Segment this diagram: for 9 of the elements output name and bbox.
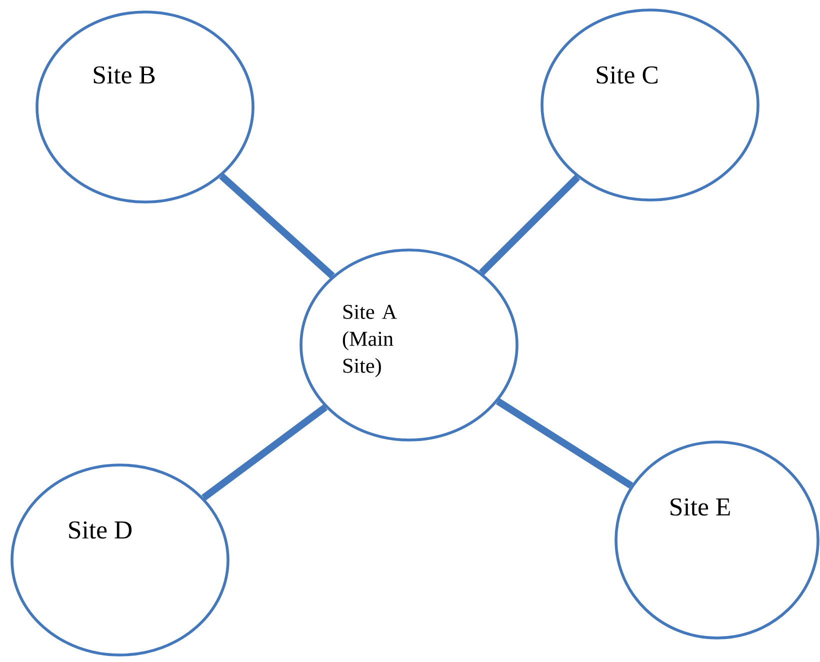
connector-line: [479, 174, 580, 276]
connector-line: [219, 173, 335, 279]
connector-line: [202, 404, 328, 501]
site-label: Site D: [69, 521, 132, 539]
site-label: Site B: [94, 66, 155, 84]
site-label: Site E: [670, 498, 730, 516]
site-label: Site C: [596, 66, 658, 84]
connector-line: [496, 398, 634, 489]
site-label: Site A (Main Site): [342, 304, 397, 378]
